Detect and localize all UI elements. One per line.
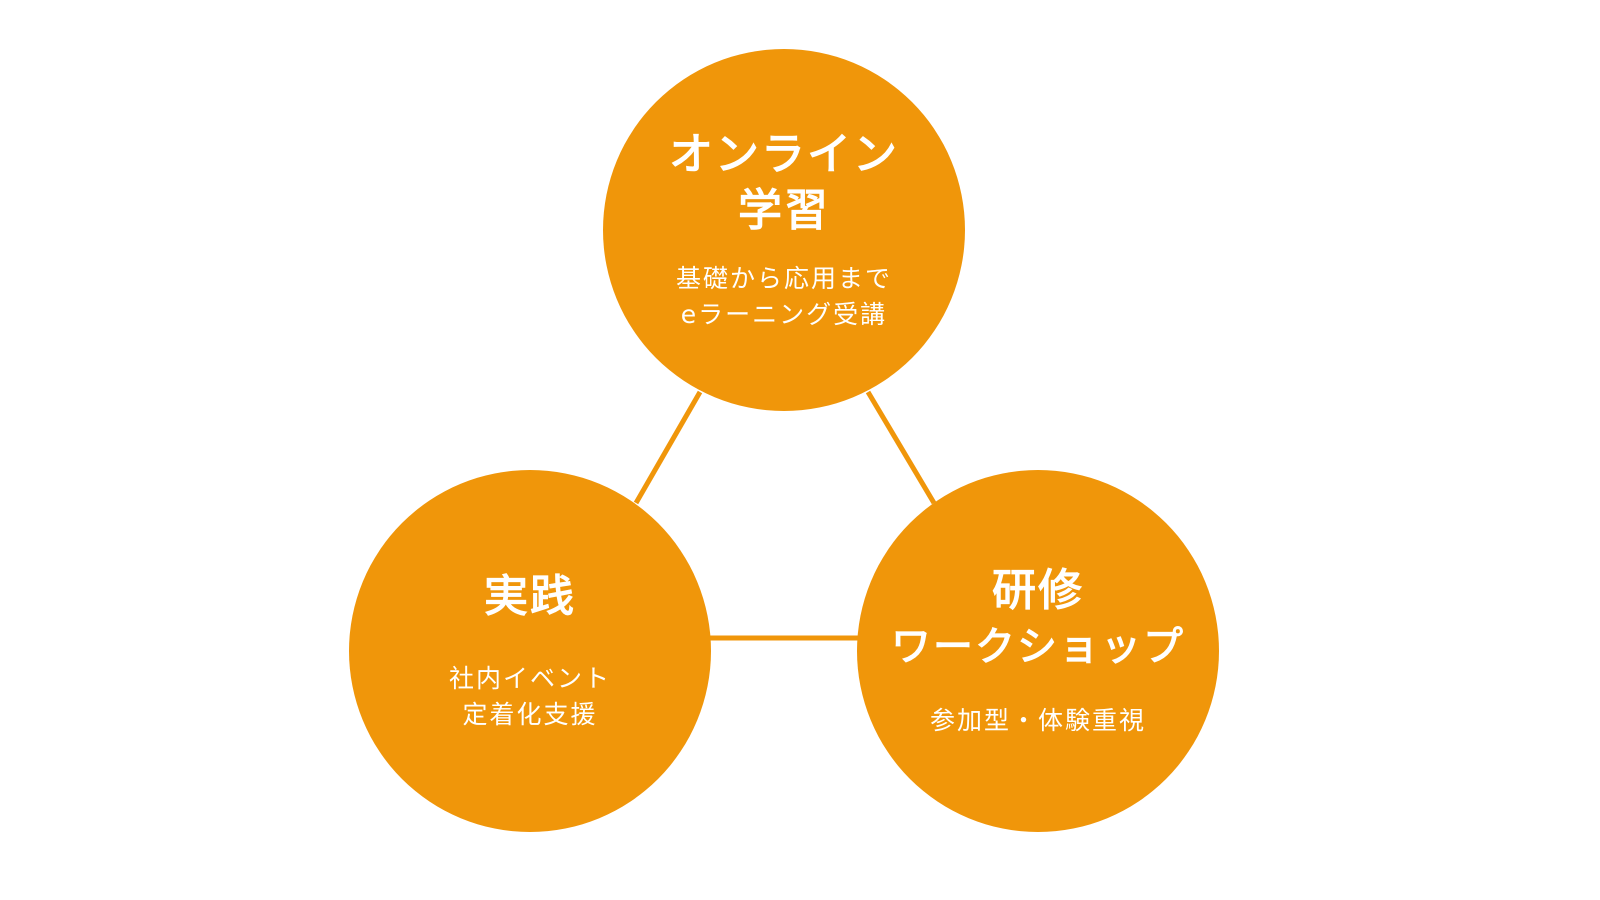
connector-top-left — [633, 390, 703, 505]
sub-line: 定着化支援 — [462, 700, 598, 729]
node-practice: 実践 社内イベント 定着化支援 — [349, 470, 711, 832]
node-title: 実践 — [484, 569, 576, 625]
node-subtitle: 参加型・体験重視 — [930, 703, 1146, 739]
sub-line: 参加型・体験重視 — [929, 706, 1146, 735]
title-line: 学習 — [738, 185, 830, 236]
node-subtitle: 社内イベント 定着化支援 — [449, 661, 611, 733]
title-line: 研修 — [992, 565, 1084, 616]
connector-top-right — [865, 390, 937, 505]
title-line: 実践 — [484, 571, 576, 622]
node-training-workshop: 研修 ワークショップ 参加型・体験重視 — [857, 470, 1219, 832]
node-online-learning: オンライン 学習 基礎から応用まで eラーニング受講 — [603, 49, 965, 411]
node-title: 研修 ワークショップ — [891, 563, 1185, 675]
sub-line: 基礎から応用まで — [675, 264, 892, 293]
title-line: ワークショップ — [891, 624, 1185, 670]
sub-line: eラーニング受講 — [680, 300, 888, 329]
sub-line: 社内イベント — [448, 664, 611, 693]
node-title: オンライン 学習 — [669, 127, 899, 239]
title-line: オンライン — [669, 129, 899, 180]
node-subtitle: 基礎から応用まで eラーニング受講 — [676, 261, 892, 333]
